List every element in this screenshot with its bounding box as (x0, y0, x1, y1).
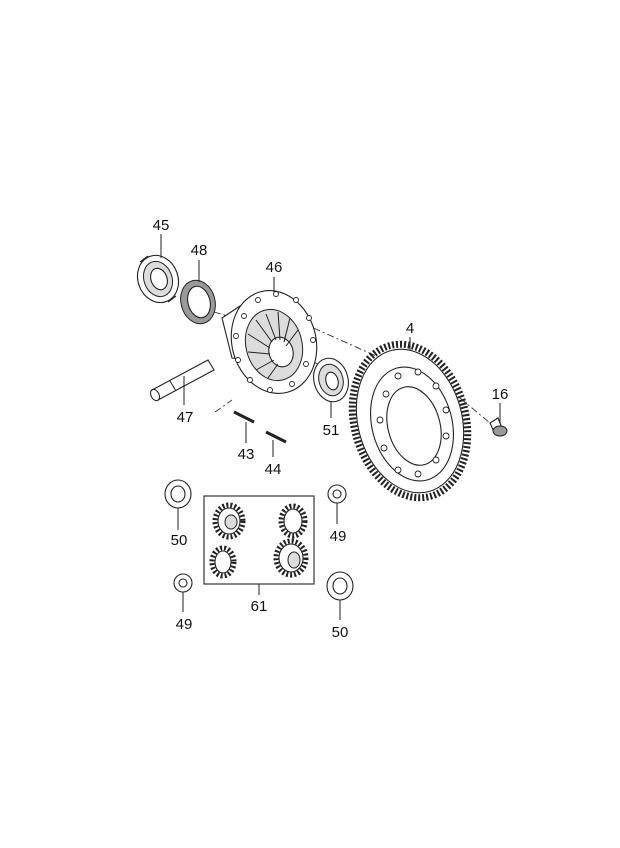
washer-icon (173, 573, 193, 593)
callout-4: 4 (406, 320, 414, 337)
washer-icon (164, 479, 192, 509)
ring-icon (180, 279, 216, 325)
callout-47: 47 (177, 409, 194, 426)
callout-49-right: 49 (330, 528, 347, 545)
bearing-icon (136, 254, 180, 304)
callout-46: 46 (266, 259, 283, 276)
washer-icon (327, 484, 347, 504)
callout-44: 44 (265, 461, 282, 478)
callout-48: 48 (191, 242, 208, 259)
leader-lines (160, 234, 501, 620)
callout-45: 45 (153, 217, 170, 234)
gear-set-icon (203, 495, 315, 585)
callout-50-right: 50 (332, 624, 349, 641)
differential-case-icon (221, 290, 318, 394)
ring-gear-icon (348, 340, 472, 502)
pin-icon (233, 410, 255, 424)
callout-43: 43 (238, 446, 255, 463)
callout-49-left: 49 (176, 616, 193, 633)
bearing-icon (313, 357, 349, 403)
callout-16: 16 (492, 386, 509, 403)
callout-50-left: 50 (171, 532, 188, 549)
callout-51: 51 (323, 422, 340, 439)
bolt-icon (489, 417, 508, 437)
pin-icon (265, 430, 287, 444)
callout-61: 61 (251, 598, 268, 615)
callout-labels: 45 48 46 4 16 51 47 43 44 50 49 61 49 50 (153, 217, 509, 641)
shaft-icon (149, 359, 215, 402)
washer-icon (326, 571, 354, 601)
